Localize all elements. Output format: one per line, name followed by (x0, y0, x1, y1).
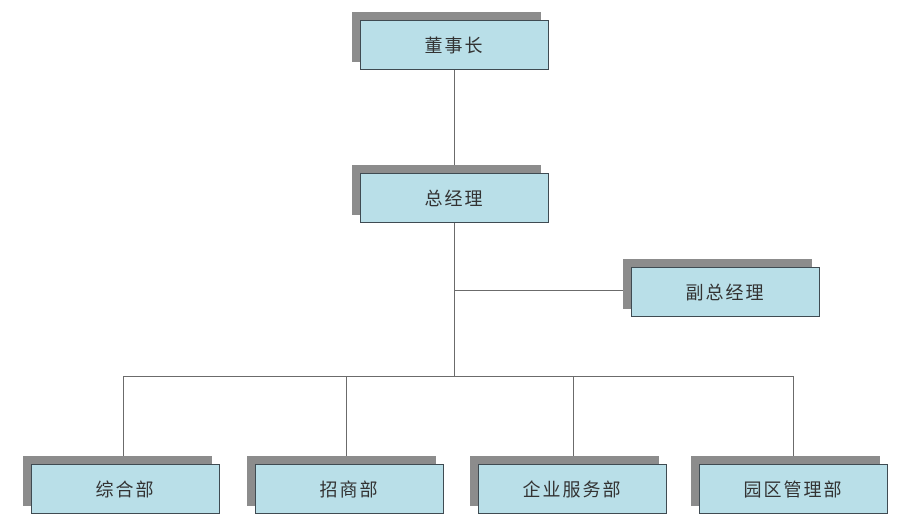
dept-general-affairs-node: 综合部 (23, 456, 220, 514)
connector-dept-enterprise-services (573, 376, 574, 464)
connector-chairman-gm (454, 69, 455, 173)
connector-dept-bus (123, 376, 794, 377)
dept-investment-node: 招商部 (247, 456, 444, 514)
chairman-node: 董事长 (352, 12, 549, 70)
dept-park-management-node: 园区管理部 (691, 456, 888, 514)
general-manager-label: 总经理 (360, 173, 549, 223)
dept-general-affairs-label: 综合部 (31, 464, 220, 514)
deputy-general-manager-node: 副总经理 (623, 259, 820, 317)
connector-gm-trunk (454, 222, 455, 377)
connector-dept-park-management (793, 376, 794, 464)
connector-dept-investment (346, 376, 347, 464)
connector-dept-general-affairs (123, 376, 124, 464)
chairman-label: 董事长 (360, 20, 549, 70)
connector-deputy-branch (454, 290, 631, 291)
dept-enterprise-services-label: 企业服务部 (478, 464, 667, 514)
dept-park-management-label: 园区管理部 (699, 464, 888, 514)
dept-investment-label: 招商部 (255, 464, 444, 514)
general-manager-node: 总经理 (352, 165, 549, 223)
dept-enterprise-services-node: 企业服务部 (470, 456, 667, 514)
deputy-general-manager-label: 副总经理 (631, 267, 820, 317)
